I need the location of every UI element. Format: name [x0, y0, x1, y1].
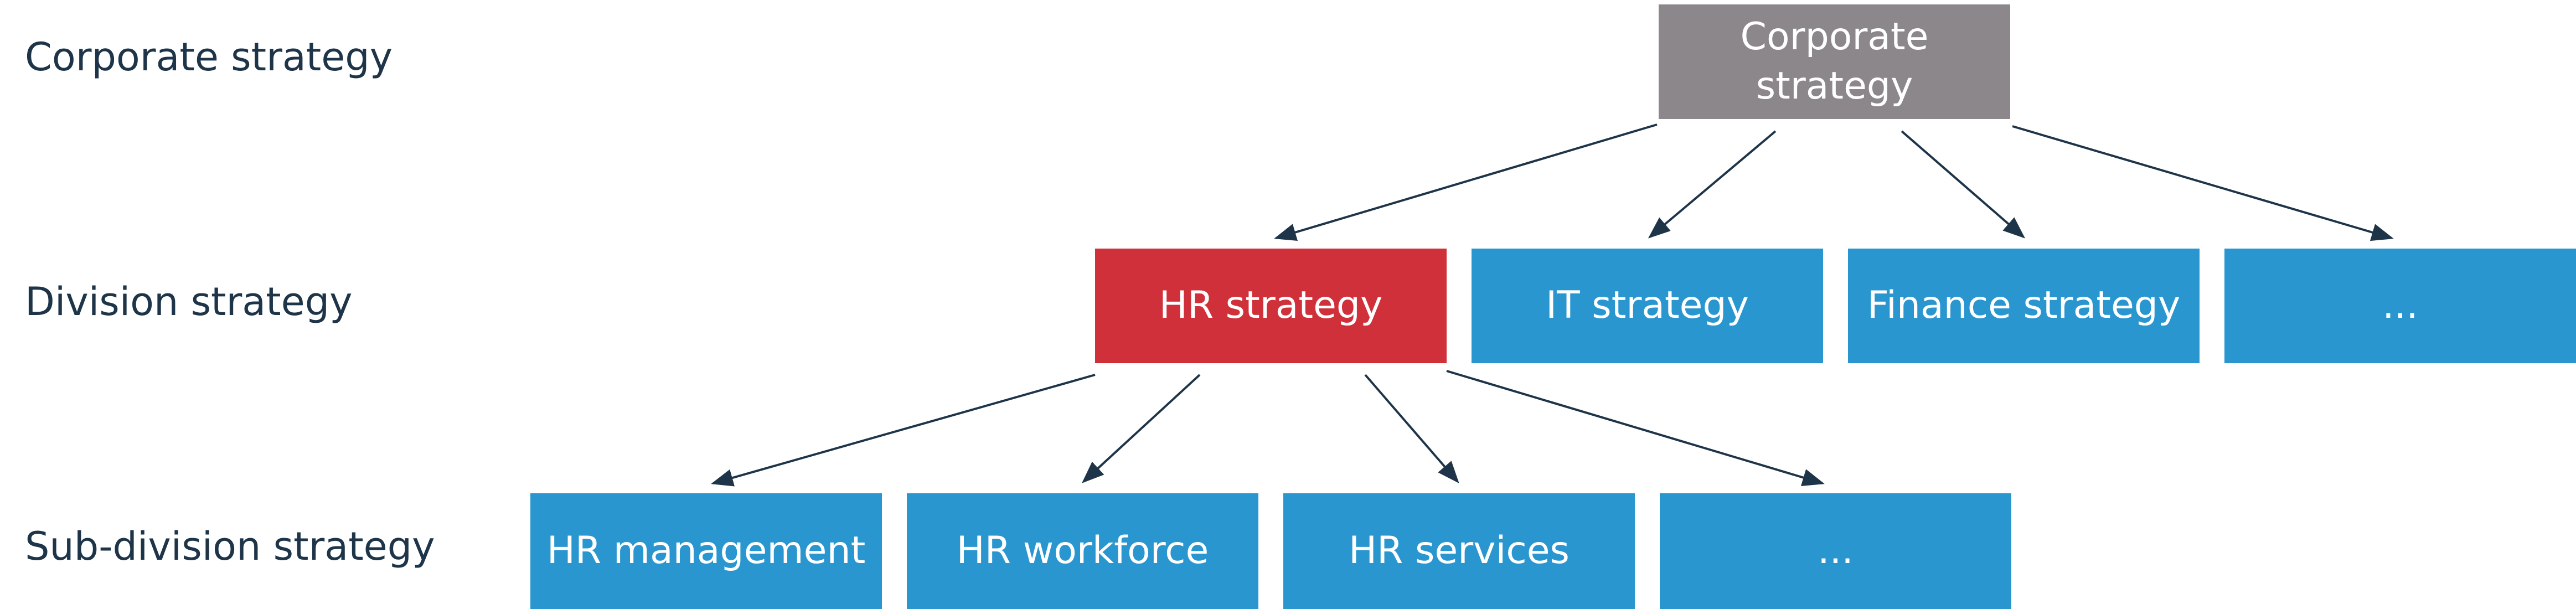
arrow-hr-to-management — [711, 374, 1096, 487]
arrow-hr-to-workforce — [1082, 374, 1201, 483]
level-label-corporate: Corporate strategy — [25, 34, 393, 80]
node-it-strategy-label: IT strategy — [1546, 283, 1749, 328]
node-hr-services: HR services — [1283, 493, 1635, 609]
node-it-strategy: IT strategy — [1472, 249, 1823, 363]
arrow-corporate-to-it — [1648, 130, 1777, 239]
node-hr-strategy: HR strategy — [1095, 249, 1447, 363]
node-finance-strategy-label: Finance strategy — [1867, 283, 2181, 328]
node-division-more: ... — [2224, 249, 2576, 363]
level-label-division: Division strategy — [25, 279, 353, 324]
node-hr-workforce: HR workforce — [907, 493, 1258, 609]
arrow-corporate-to-finance — [1901, 130, 2026, 239]
arrow-hr-to-sub-more — [1446, 370, 1825, 487]
node-corporate-strategy: Corporate strategy — [1659, 4, 2010, 119]
arrow-hr-to-services — [1364, 374, 1459, 484]
node-subdivision-more: ... — [1660, 493, 2011, 609]
arrow-corporate-to-hr — [1274, 123, 1658, 241]
level-label-subdivision: Sub-division strategy — [25, 524, 435, 569]
node-hr-management-label: HR management — [546, 529, 866, 573]
node-division-more-label: ... — [2382, 283, 2418, 328]
arrow-corporate-to-division-more — [2012, 125, 2394, 241]
node-hr-services-label: HR services — [1348, 529, 1570, 573]
node-corporate-strategy-label: Corporate strategy — [1740, 15, 1929, 108]
node-hr-management: HR management — [530, 493, 882, 609]
node-hr-workforce-label: HR workforce — [956, 529, 1209, 573]
node-finance-strategy: Finance strategy — [1848, 249, 2200, 363]
node-subdivision-more-label: ... — [1818, 529, 1854, 573]
node-hr-strategy-label: HR strategy — [1159, 283, 1383, 328]
